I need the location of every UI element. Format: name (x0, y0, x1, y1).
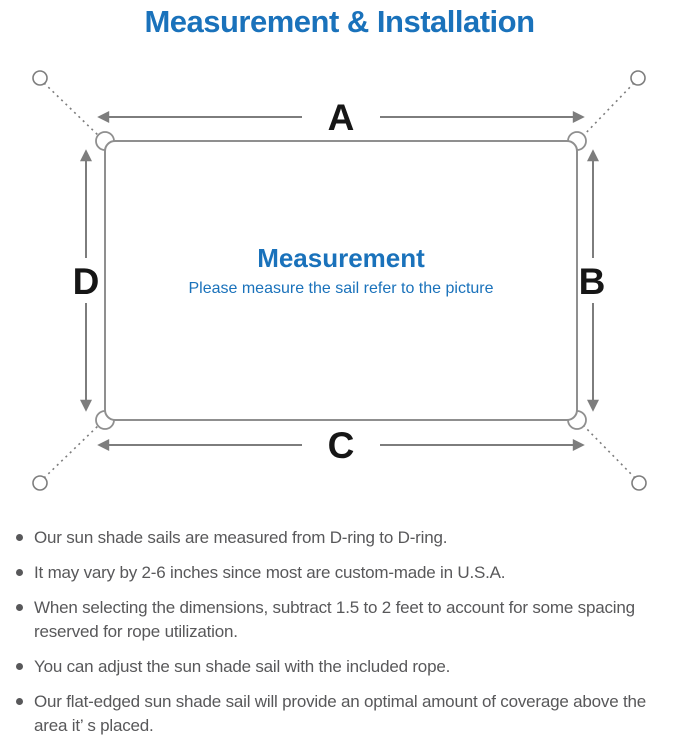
anchor-point-icon-top-right (630, 70, 646, 86)
bullet-icon (16, 604, 23, 611)
note-text: Our sun shade sails are measured from D-… (34, 528, 448, 547)
list-item: It may vary by 2-6 inches since most are… (16, 561, 669, 585)
list-item: Our flat-edged sun shade sail will provi… (16, 690, 669, 738)
right-height-arrow: B (579, 149, 606, 412)
sail-measurement-diagram: A C D B Measurement Please measure the s… (32, 70, 647, 491)
bullet-icon (16, 663, 23, 670)
dim-label-a: A (328, 97, 355, 138)
list-item: Our sun shade sails are measured from D-… (16, 526, 669, 550)
list-item: When selecting the dimensions, subtract … (16, 596, 669, 644)
anchor-point-icon-bottom-left (32, 475, 48, 491)
left-height-arrow: D (73, 149, 100, 412)
list-item: You can adjust the sun shade sail with t… (16, 655, 669, 679)
diagram-center-title: Measurement (257, 243, 425, 273)
measurement-notes-list: Our sun shade sails are measured from D-… (0, 520, 679, 738)
dim-label-c: C (328, 425, 355, 466)
anchor-point-icons (32, 70, 647, 491)
diagram-center-subtitle: Please measure the sail refer to the pic… (188, 280, 493, 297)
page-title: Measurement & Installation (144, 4, 535, 39)
note-text: You can adjust the sun shade sail with t… (34, 657, 451, 676)
anchor-point-icon-bottom-right (631, 475, 647, 491)
dim-label-d: D (73, 261, 100, 302)
top-width-arrow: A (97, 97, 585, 138)
note-text: Our flat-edged sun shade sail will provi… (34, 692, 647, 735)
anchor-point-icon-top-left (32, 70, 48, 86)
bullet-icon (16, 569, 23, 576)
note-text: When selecting the dimensions, subtract … (34, 598, 635, 641)
corner-rope-dashed-lines (43, 82, 636, 479)
sail-outline (104, 140, 578, 421)
bullet-icon (16, 698, 23, 705)
bullet-icon (16, 534, 23, 541)
bottom-width-arrow: C (97, 425, 585, 466)
note-text: It may vary by 2-6 inches since most are… (34, 563, 506, 582)
dim-label-b: B (579, 261, 606, 302)
